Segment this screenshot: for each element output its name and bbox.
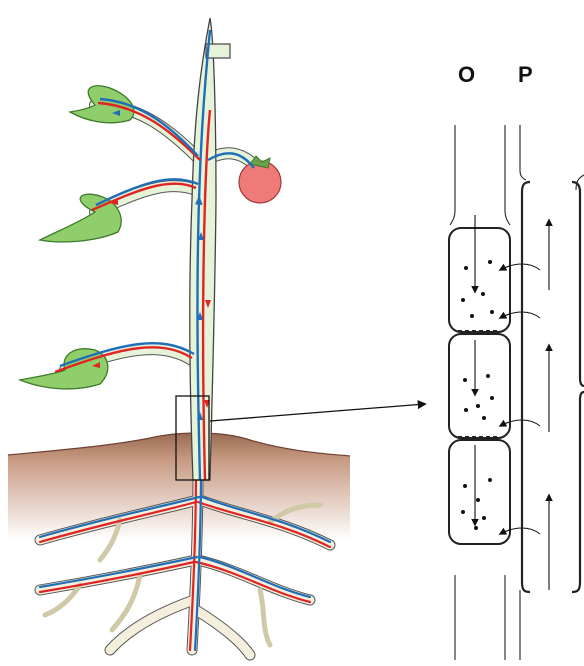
sugar-particles [461, 260, 494, 530]
column-o-label: O [458, 62, 475, 88]
column-p-cells [520, 125, 584, 660]
xylem-bracket-right-1 [572, 182, 584, 386]
leaf-middle [40, 194, 121, 242]
zoom-pointer-arrow [210, 404, 425, 421]
column-p-label: P [518, 62, 533, 88]
stem-transport-flows [55, 30, 254, 480]
soil-ground [8, 433, 350, 540]
column-o-cells [449, 125, 510, 660]
xylem-bracket-right-2 [572, 392, 584, 592]
lateral-transfer-arrows [500, 264, 540, 534]
plant-leaves [20, 86, 134, 389]
xylem-bracket-left [522, 182, 530, 592]
plant-stem [190, 18, 230, 480]
